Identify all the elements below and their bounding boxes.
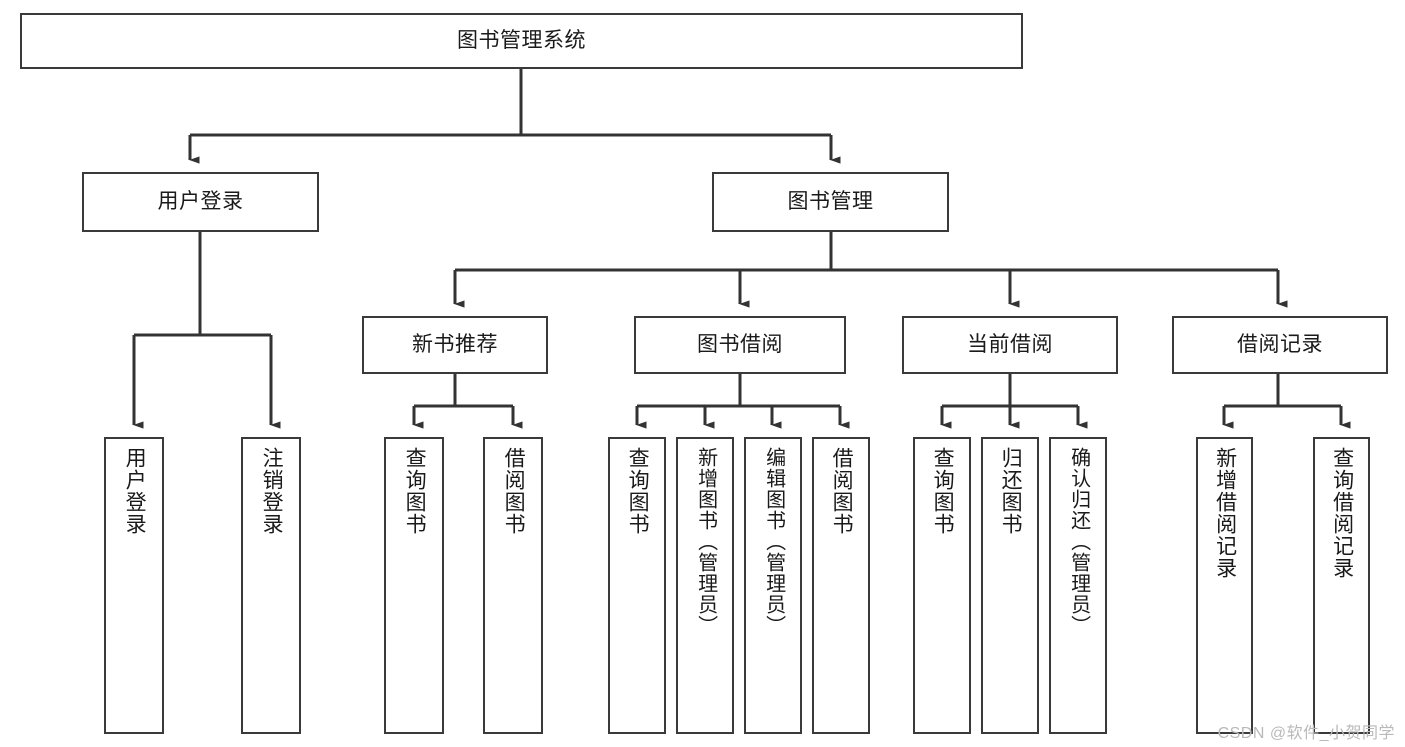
- node-label: 借阅图书: [830, 447, 854, 535]
- leaf-book-borrow-query[interactable]: 查询图书: [608, 437, 666, 734]
- leaf-borrow-record-query[interactable]: 查询借阅记录: [1313, 437, 1370, 734]
- leaf-new-book-borrow[interactable]: 借阅图书: [483, 437, 543, 734]
- node-label: 新增图书（管理员）: [694, 447, 717, 636]
- node-new-book-recommend[interactable]: 新书推荐: [362, 316, 548, 374]
- node-borrow-record[interactable]: 借阅记录: [1172, 316, 1388, 374]
- node-label: 编辑图书（管理员）: [762, 447, 785, 636]
- node-root-book-management-system[interactable]: 图书管理系统: [20, 13, 1023, 69]
- node-current-borrow[interactable]: 当前借阅: [902, 316, 1118, 374]
- node-label: 确认归还（管理员）: [1067, 447, 1090, 636]
- leaf-current-borrow-query[interactable]: 查询图书: [913, 437, 971, 734]
- leaf-book-borrow-borrow[interactable]: 借阅图书: [812, 437, 870, 734]
- node-book-management[interactable]: 图书管理: [712, 172, 949, 232]
- node-label: 注销登录: [260, 447, 284, 535]
- leaf-borrow-record-add[interactable]: 新增借阅记录: [1196, 437, 1253, 734]
- node-label: 用户登录: [157, 189, 244, 213]
- node-label: 查询图书: [626, 447, 650, 535]
- node-label: 新增借阅记录: [1213, 447, 1237, 579]
- watermark-csdn: CSDN @软件_小贺同学: [1217, 725, 1395, 742]
- node-label: 查询图书: [931, 447, 955, 535]
- node-label: 查询图书: [403, 447, 427, 535]
- leaf-user-login-signin[interactable]: 用户登录: [104, 437, 164, 734]
- node-label: 查询借阅记录: [1330, 447, 1354, 579]
- node-label: 借阅图书: [502, 447, 526, 535]
- leaf-book-borrow-edit-admin[interactable]: 编辑图书（管理员）: [744, 437, 802, 734]
- node-label: 图书管理: [787, 189, 874, 213]
- leaf-current-borrow-confirm-admin[interactable]: 确认归还（管理员）: [1049, 437, 1107, 734]
- node-user-login[interactable]: 用户登录: [82, 172, 319, 232]
- node-label: 用户登录: [123, 447, 147, 535]
- node-book-borrow[interactable]: 图书借阅: [634, 316, 846, 374]
- leaf-book-borrow-add-admin[interactable]: 新增图书（管理员）: [676, 437, 734, 734]
- node-label: 当前借阅: [967, 332, 1053, 356]
- leaf-new-book-query[interactable]: 查询图书: [384, 437, 444, 734]
- node-label: 归还图书: [999, 447, 1023, 535]
- node-label: 新书推荐: [412, 332, 498, 356]
- node-label: 图书借阅: [697, 332, 783, 356]
- node-label: 图书管理系统: [457, 28, 586, 52]
- leaf-current-borrow-return[interactable]: 归还图书: [981, 437, 1039, 734]
- node-label: 借阅记录: [1237, 332, 1323, 356]
- leaf-user-login-signout[interactable]: 注销登录: [241, 437, 301, 734]
